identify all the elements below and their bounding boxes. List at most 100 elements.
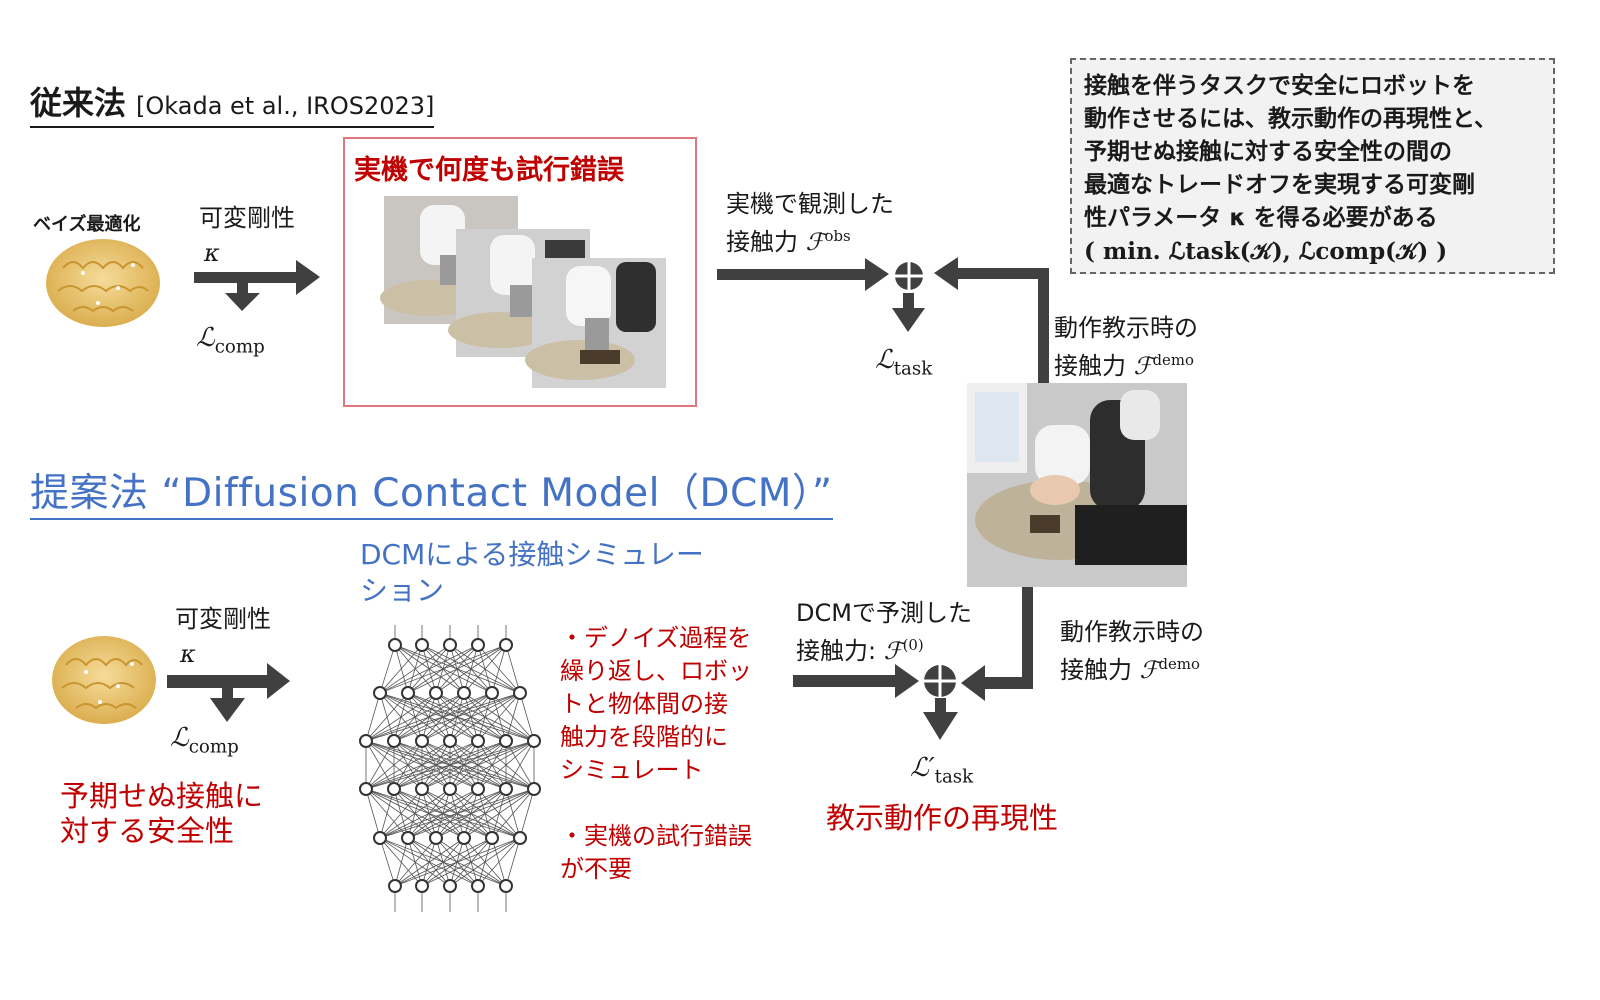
trial-error-box (343, 137, 697, 407)
bayes-optimization-label: ベイズ最適化 (33, 214, 141, 235)
network-node (429, 831, 443, 845)
network-node (387, 782, 401, 796)
observed-force-text: 接触力 (726, 227, 798, 256)
network-node (471, 879, 485, 893)
reproducibility-label: 教示動作の再現性 (826, 801, 1059, 835)
sum-circle-icon (895, 262, 923, 290)
network-node (401, 686, 415, 700)
loss-symbol: ℒ′ (910, 753, 935, 783)
force-symbol: ℱ (883, 636, 903, 665)
network-node (373, 831, 387, 845)
network-node (499, 782, 513, 796)
network-edge (379, 837, 396, 887)
note-line: 最適なトレードオフを実現する可変剛 (1084, 172, 1475, 198)
observed-force-line2: 接触力 ℱobs (726, 220, 851, 258)
note-formula: ( min. ℒtask(𝒦), ℒcomp(𝒦) ) (1084, 238, 1448, 265)
network-edge (365, 692, 409, 742)
network-edge (421, 740, 535, 790)
network-node (457, 686, 471, 700)
network-node (415, 734, 429, 748)
network-node (471, 638, 485, 652)
network-edge (379, 788, 451, 839)
network-edge (365, 740, 507, 790)
network-node (443, 734, 457, 748)
network-edge (379, 788, 479, 839)
variable-stiffness-label: 可変剛性 (175, 605, 271, 633)
robot-photo-stack (380, 196, 1187, 587)
bullet-line: 繰り返し、ロボッ (560, 657, 752, 685)
bullet-line: トと物体間の接 (560, 690, 728, 718)
predicted-force-line1: DCMで予測した (796, 599, 972, 627)
network-edge (463, 788, 535, 839)
network-edge (379, 788, 395, 839)
loss-task-label: ℒtask (875, 344, 932, 385)
force-symbol: ℱ (1133, 351, 1153, 380)
network-node (443, 879, 457, 893)
network-node (499, 734, 513, 748)
brain-icon (46, 239, 160, 327)
bullet-line: シミュレート (560, 756, 704, 784)
network-edge (394, 837, 437, 887)
network-edge (365, 740, 395, 790)
observed-force-line1: 実機で観測した (726, 190, 894, 218)
network-edge (519, 692, 535, 742)
network-node (415, 782, 429, 796)
bullet-line: が不要 (560, 855, 632, 883)
note-line: 予期せぬ接触に対する安全性の間の (1084, 139, 1452, 165)
teaching-photo (967, 383, 1187, 587)
network-edge (379, 644, 451, 694)
network-edge (505, 644, 521, 694)
network-node (429, 686, 443, 700)
network-edge (393, 740, 535, 790)
brain-icon (52, 636, 156, 724)
network-edge (365, 692, 381, 742)
proposed-method-title: 提案法 “Diffusion Contact Model（DCM）” (30, 462, 833, 520)
conventional-title-text: 従来法 (30, 84, 127, 122)
network-node (527, 782, 541, 796)
force-superscript: obs (824, 227, 851, 245)
network-node (401, 831, 415, 845)
network-node (471, 734, 485, 748)
network-edge (421, 692, 521, 742)
network-edge (394, 837, 409, 887)
loss-symbol: ℒ (875, 345, 894, 375)
network-edge (505, 692, 521, 742)
network-edge (477, 692, 521, 742)
demo-force-text: 接触力 (1060, 655, 1132, 684)
loss-comp-label: ℒcomp (170, 722, 239, 763)
note-line: 性パラメータ κ を得る必要がある (1084, 205, 1438, 231)
loss-comp-label: ℒcomp (196, 322, 265, 363)
network-edge (407, 644, 507, 694)
network-edge (365, 740, 479, 790)
predicted-force-text: 接触力: (796, 636, 877, 665)
sum-circle-icon (924, 665, 956, 697)
network-edge (449, 740, 535, 790)
dcm-simulation-title-line2: ション (360, 574, 445, 607)
network-node (485, 831, 499, 845)
network-node (359, 782, 373, 796)
network-node (471, 782, 485, 796)
network-edge (393, 692, 521, 742)
network-node (499, 879, 513, 893)
proposed-arrows (167, 587, 1033, 740)
network-edge (365, 740, 423, 790)
force-symbol: ℱ (1139, 655, 1159, 684)
network-node (388, 638, 402, 652)
network-node (415, 638, 429, 652)
network-edge (449, 692, 521, 742)
network-edge (394, 837, 493, 887)
bullet-line: ・デノイズ過程を (560, 624, 752, 652)
force-superscript: demo (1158, 655, 1200, 673)
network-edge (379, 788, 507, 839)
denoise-bullet: ・デノイズ過程を 繰り返し、ロボッ トと物体間の接 触力を段階的に シミュレート (560, 622, 752, 787)
network-node (359, 734, 373, 748)
network-edge (379, 644, 507, 694)
network-edge (365, 740, 451, 790)
network-edge (379, 644, 423, 694)
loss-subscript: task (893, 358, 933, 380)
network-node (499, 638, 513, 652)
bullet-line: ・実機の試行錯誤 (560, 822, 752, 850)
safety-line2: 対する安全性 (60, 814, 235, 848)
loss-symbol: ℒ (196, 323, 215, 353)
